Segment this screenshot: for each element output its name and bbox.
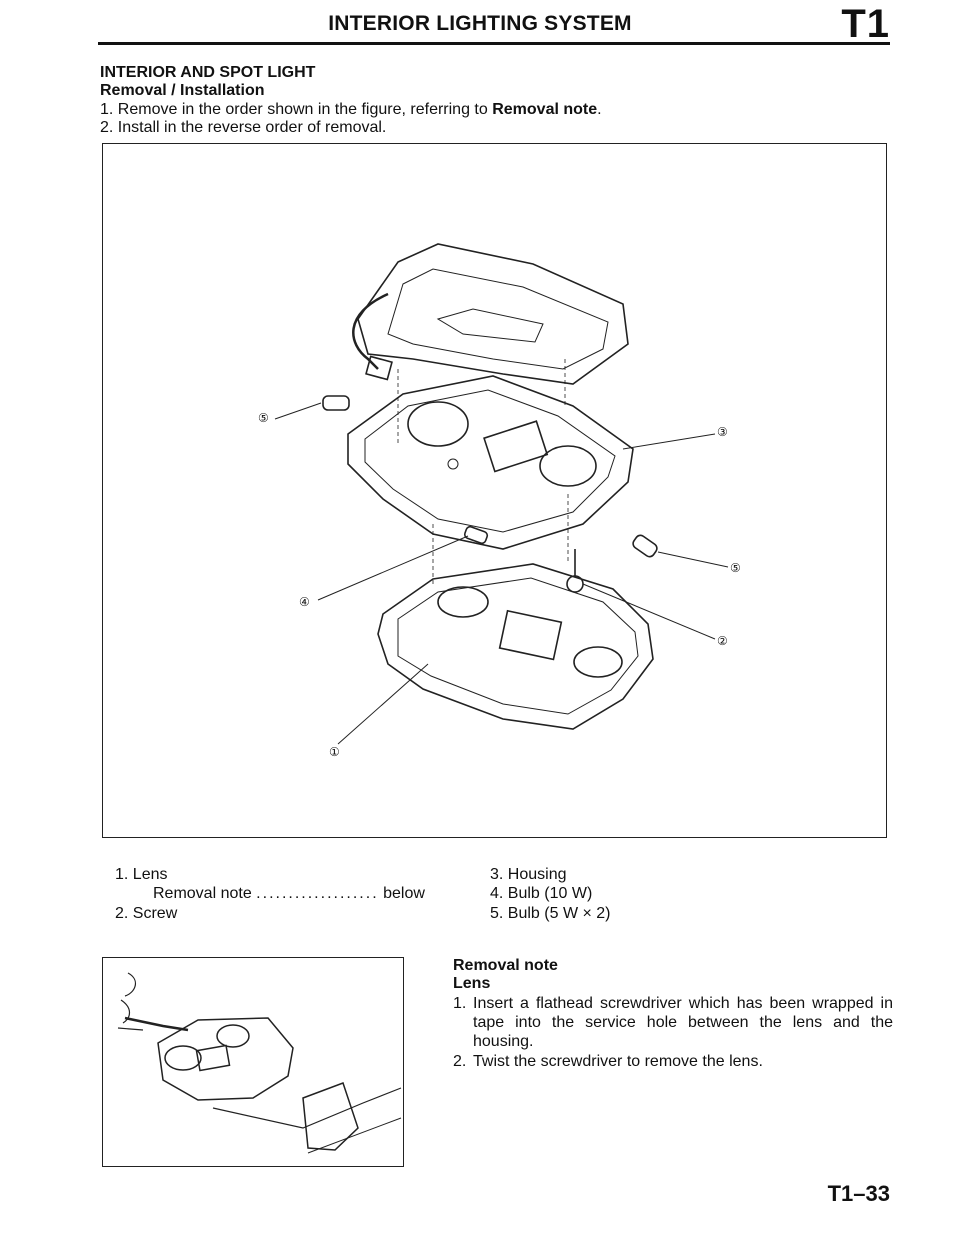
callout-5-left: ⑤	[258, 411, 269, 425]
leader-line-5-right	[657, 551, 729, 568]
hand-outline	[117, 972, 144, 1031]
bulb-5w-right	[632, 534, 658, 558]
legend-item-2: 2. Screw	[115, 905, 178, 922]
roof-trim-outline	[357, 243, 629, 385]
lens-switch	[195, 1044, 231, 1072]
leader-line-4	[317, 535, 469, 601]
removal-note-subtitle: Lens	[453, 975, 491, 992]
step-end: .	[597, 101, 602, 118]
lens-body	[157, 1017, 294, 1101]
callout-3: ③	[717, 425, 728, 439]
step-text: Insert a flathead screwdriver which has …	[473, 995, 893, 1050]
legend-item-1: 1. Lens	[115, 866, 168, 883]
removal-note-step-2: 2. Twist the screwdriver to remove the l…	[453, 1052, 893, 1071]
removal-drawing	[117, 972, 402, 1154]
step-text: Remove in the order shown in the figure,…	[117, 101, 493, 118]
step-number: 1.	[453, 995, 467, 1012]
callout-2: ②	[717, 634, 728, 648]
step-text: Twist the screwdriver to remove the lens…	[473, 1053, 763, 1070]
step-number: 2.	[453, 1053, 467, 1070]
housing-outline	[347, 375, 634, 550]
header-rule	[98, 42, 890, 45]
removal-note-step-1: 1. Insert a flathead screwdriver which h…	[453, 994, 893, 1051]
leader-line-5-left	[274, 402, 322, 420]
lens-window	[164, 1045, 202, 1071]
step-text: Install in the reverse order of removal.	[117, 119, 387, 136]
section-title: INTERIOR AND SPOT LIGHT	[100, 64, 316, 81]
callout-1: ①	[329, 745, 340, 759]
exploded-view-drawing: ① ② ③ ④ ⑤ ⑤	[258, 243, 741, 759]
roof-trim-slot	[436, 308, 544, 343]
housing-inner	[364, 389, 616, 533]
housing-bulb-socket	[539, 445, 597, 487]
roof-edge	[212, 1087, 402, 1129]
screwdriver	[124, 1016, 189, 1032]
lens-window-left	[437, 586, 489, 618]
step-number: 1.	[100, 101, 114, 118]
page-header-title: INTERIOR LIGHTING SYSTEM	[328, 12, 632, 35]
legend-item-3: 3. Housing	[490, 866, 567, 883]
legend-item-5: 5. Bulb (5 W × 2)	[490, 905, 611, 922]
connector	[365, 355, 393, 381]
legend-item-1-note: Removal note ................... below	[153, 885, 425, 902]
exploded-view-figure: ① ② ③ ④ ⑤ ⑤	[102, 143, 887, 838]
lens-inner	[397, 577, 639, 715]
section-subtitle: Removal / Installation	[100, 82, 265, 99]
callout-5-right: ⑤	[730, 561, 741, 575]
lens-window-right	[573, 646, 623, 678]
section-code: T1	[841, 2, 890, 46]
instruction-step-1: 1. Remove in the order shown in the figu…	[100, 101, 602, 119]
leader-line-3	[622, 433, 716, 450]
roof-line	[307, 1117, 402, 1154]
leader-line-1	[337, 663, 429, 745]
wire-harness	[352, 292, 389, 370]
roof-trim-inner	[387, 268, 609, 370]
leader-line-2	[582, 583, 716, 640]
housing-switch-well	[483, 420, 549, 473]
housing-bulb-socket	[407, 401, 469, 447]
lens-outline	[377, 563, 654, 730]
bulb-10w	[463, 525, 489, 545]
step-bold-ref: Removal note	[492, 101, 598, 118]
callout-4: ④	[299, 595, 310, 609]
lens-switch-panel	[498, 609, 563, 661]
legend-item-4: 4. Bulb (10 W)	[490, 885, 593, 902]
removal-note-figure	[102, 957, 404, 1167]
step-number: 2.	[100, 119, 114, 136]
removal-note-title: Removal note	[453, 957, 558, 974]
page-number: T1–33	[827, 1181, 890, 1206]
housing-screw-hole	[447, 458, 459, 470]
lens-window	[216, 1024, 250, 1048]
bulb-5w-left	[322, 395, 350, 411]
instruction-step-2: 2. Install in the reverse order of remov…	[100, 119, 386, 137]
